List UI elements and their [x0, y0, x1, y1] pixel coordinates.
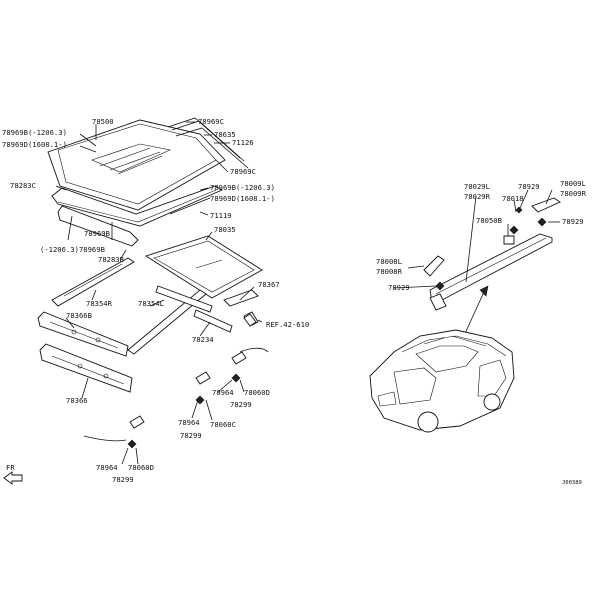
lower-frame-78969B: [57, 205, 139, 247]
ref-stud: [243, 313, 257, 327]
callout--fr: FR: [6, 463, 15, 472]
end-cap-78009: [531, 197, 561, 213]
glass-frame: [51, 185, 223, 227]
callout-78929-c: 78929: [388, 283, 410, 292]
callout-78969b-b: 78969B(-1206.3): [210, 183, 275, 192]
callout-78029r: 78029R: [464, 192, 491, 201]
fasteners-right: [435, 206, 547, 291]
callout-78367: 78367: [258, 280, 280, 289]
callout-78366b: 78366B: [66, 311, 92, 320]
callout-78299-a: 78299: [230, 400, 252, 409]
roof-rail-78029: [429, 233, 553, 311]
callout-78029l: 78029L: [464, 182, 490, 191]
callout-78354l: 78354L: [138, 299, 164, 308]
callout-78500: 78500: [92, 117, 114, 126]
callout-78018: 78018: [502, 194, 524, 203]
callout-78234: 78234: [192, 335, 214, 344]
callout-71119: 71119: [210, 211, 232, 220]
rail-78354L: [127, 285, 233, 355]
leader-lines-left: [55, 121, 263, 465]
callout-78366: 78366: [66, 396, 88, 405]
callout-78929-b: 78929: [562, 217, 584, 226]
callout--code: J00389: [562, 480, 582, 486]
callout-78969b-c-note: (-1206.3)78969B: [40, 245, 105, 254]
callout-78969b-c: 78969B: [84, 229, 110, 238]
end-cap-78008: [423, 255, 445, 277]
callout-78035: 78035: [214, 225, 236, 234]
callout-78299-c: 78299: [112, 475, 134, 484]
callout-78969b-a: 78969B(-1206.3): [2, 128, 67, 137]
glass-panel-78500: [47, 119, 226, 211]
callout-78060d-c: 78060D: [128, 463, 154, 472]
seal-71119: [169, 197, 211, 215]
callout--ref: REF.42-610: [266, 320, 309, 329]
callout-78969d-b: 78969D(1608.1-): [210, 194, 275, 203]
front-header-78366B: [37, 311, 129, 357]
callout-78060d-a: 78060D: [244, 388, 270, 397]
callout-78964-c: 78964: [178, 418, 200, 427]
callout-78964-a: 78964: [96, 463, 118, 472]
callout-78969c-b: 78969C: [230, 167, 256, 176]
callout-78008r: 78008R: [376, 267, 403, 276]
clip-set-c: [83, 415, 145, 449]
clip-set-a: [231, 347, 269, 383]
clip-set-b: [195, 371, 211, 405]
callout-78929-a: 78929: [518, 182, 540, 191]
leader-lines-right: [393, 189, 560, 289]
headliner-78035: [144, 235, 263, 299]
callout-78299-b: 78299: [180, 431, 202, 440]
callout-78354r: 78354R: [86, 299, 113, 308]
callout-78969d-a: 78969D(1608.1-): [2, 140, 67, 149]
fr-arrow-icon: [3, 471, 23, 485]
callout-78283c: 78283C: [10, 181, 36, 190]
roof-strips-top: [167, 117, 249, 169]
callout-78283b: 78283B: [98, 255, 124, 264]
callout-78060c: 78060C: [210, 420, 236, 429]
car-silhouette: [369, 329, 515, 433]
callout-78050b: 78050B: [476, 216, 502, 225]
callout-78635: 78635: [214, 130, 236, 139]
rear-header-78366: [39, 343, 133, 393]
callout-78969c-top: 78969C: [198, 117, 224, 126]
callout-78009l: 78009L: [560, 179, 586, 188]
callout-78008l: 78008L: [376, 257, 402, 266]
callout-71126: 71126: [232, 138, 254, 147]
rail-78354R: [51, 257, 135, 307]
callout-78964-b: 78964: [212, 388, 234, 397]
callout-78009r: 78009R: [560, 189, 587, 198]
